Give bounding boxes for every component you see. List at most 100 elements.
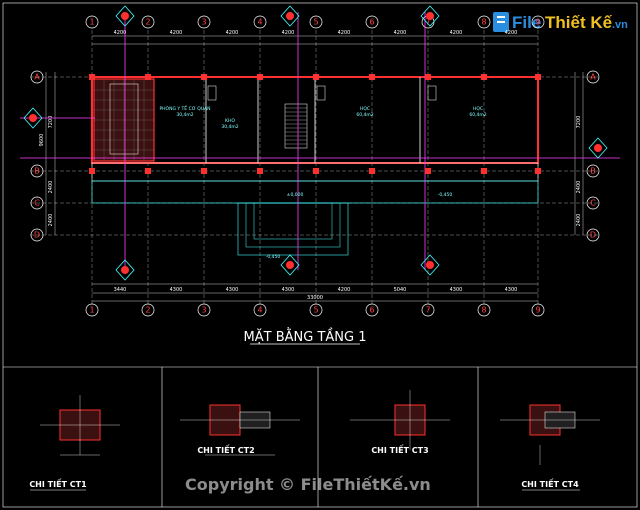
column-A-5 — [313, 74, 319, 80]
column-B-2 — [145, 168, 151, 174]
grid-label-row-D: D — [590, 231, 596, 240]
column-A-8 — [481, 74, 487, 80]
grid-label-col-4: 4 — [257, 18, 262, 27]
column-A-4 — [257, 74, 263, 80]
grid-bubble-col-4-top — [253, 15, 267, 29]
column-B-8 — [481, 168, 487, 174]
grid-label-col-6: 6 — [369, 18, 374, 27]
left-dim-3: 2400 — [48, 214, 54, 227]
section-lines — [20, 12, 620, 270]
structural-columns — [89, 74, 541, 174]
grid-label-col-5: 5 — [313, 306, 318, 315]
top-dim-3: 4200 — [226, 30, 239, 36]
detail-ct2-label: CHI TIẾT CT2 — [197, 443, 254, 455]
grid-label-col-9: 9 — [535, 306, 540, 315]
column-B-5 — [313, 168, 319, 174]
room-1-area: 30,4m2 — [176, 112, 193, 118]
column-B-4 — [257, 168, 263, 174]
grid-bubble-row-B-right — [586, 164, 600, 178]
column-B-6 — [369, 168, 375, 174]
grid-label-col-2: 2 — [145, 306, 150, 315]
room-2-area: 60,4m2 — [356, 112, 373, 118]
level-mark-3: -0,450 — [438, 192, 453, 198]
top-dim-8: 4200 — [505, 30, 518, 36]
room-3-area: 30,4m2 — [221, 124, 238, 130]
bottom-total-dim: 33000 — [307, 295, 323, 301]
grid-label-row-C: C — [590, 199, 596, 208]
right-dim-1: 7200 — [576, 116, 582, 129]
top-dim-6: 4200 — [394, 30, 407, 36]
section-marker-icons — [23, 5, 608, 281]
room-4-area: 60,4m2 — [469, 112, 486, 118]
top-dim-2: 4200 — [170, 30, 183, 36]
grid-label-col-3: 3 — [201, 306, 206, 315]
column-B-7 — [425, 168, 431, 174]
column-A-9 — [535, 74, 541, 80]
grid-label-col-9: 9 — [535, 18, 540, 27]
column-A-3 — [201, 74, 207, 80]
grid-label-col-1: 1 — [89, 18, 94, 27]
top-dim-4: 4200 — [282, 30, 295, 36]
top-dim-5: 4200 — [338, 30, 351, 36]
grid-label-row-B: B — [590, 167, 596, 176]
column-B-9 — [535, 168, 541, 174]
room-2-label: HỌC — [360, 106, 370, 112]
grid-bubble-col-2-top — [141, 15, 155, 29]
detail-ct3: CHI TIẾT CT3 — [350, 390, 450, 455]
room-4-label: HỌC — [473, 106, 483, 112]
toilet-hatch — [94, 79, 154, 161]
grid-bubble-col-9-top — [531, 15, 545, 29]
detail-ct1-label: CHI TIẾT CT1 — [29, 477, 87, 489]
grid-label-col-7: 7 — [425, 306, 430, 315]
bottom-dim-5: 4200 — [338, 287, 351, 293]
grid-bubble-row-C-right — [586, 196, 600, 210]
bottom-dim-2: 4300 — [170, 287, 183, 293]
right-dim-2: 2400 — [576, 181, 582, 194]
grid-bubble-col-5-top — [309, 15, 323, 29]
detail-ct1: CHI TIẾT CT1 — [29, 395, 120, 491]
top-dim-7: 4200 — [450, 30, 463, 36]
grid-label-col-2: 2 — [145, 18, 150, 27]
plan-title: MẶT BẰNG TẦNG 1 — [244, 328, 367, 345]
bottom-dim-3: 4300 — [226, 287, 239, 293]
right-dim-3: 2400 — [576, 214, 582, 227]
grid-label-col-3: 3 — [201, 18, 206, 27]
logo-part-vn: .vn — [612, 19, 628, 31]
left-dim-2: 2400 — [48, 181, 54, 194]
bottom-dim-1: 3440 — [114, 287, 127, 293]
column-A-7 — [425, 74, 431, 80]
copyright-watermark: Copyright © FileThiếtKế.vn — [185, 475, 431, 494]
level-mark-2: ±0,000 — [287, 192, 304, 198]
detail-ct4: CHI TIẾT CT4 — [500, 404, 600, 491]
top-dim-1: 4200 — [114, 30, 127, 36]
column-B-3 — [201, 168, 207, 174]
logo-part-thietke: Thiết Kế — [545, 13, 613, 32]
detail-ct3-label: CHI TIẾT CT3 — [371, 443, 428, 455]
bottom-dim-7: 4300 — [450, 287, 463, 293]
level-mark-1: -0,450 — [266, 254, 281, 260]
column-A-6 — [369, 74, 375, 80]
detail-ct2: CHI TIẾT CT2 — [180, 404, 300, 456]
top-dimensions: 4200 4200 4200 4200 4200 4200 4200 4200 — [92, 30, 538, 45]
grid-label-col-8: 8 — [481, 306, 486, 315]
side-dimensions: 7200 2400 2400 9600 7200 2400 2400 — [39, 72, 584, 235]
grid-label-col-4: 4 — [257, 306, 262, 315]
column-A-2 — [145, 74, 151, 80]
grid-bubble-col-1-top — [85, 15, 99, 29]
column-B-1 — [89, 168, 95, 174]
bottom-dim-4: 4300 — [282, 287, 295, 293]
grid-bubble-col-8-top — [477, 15, 491, 29]
grid-bubble-col-6-top — [365, 15, 379, 29]
filethietke-logo: File Thiết Kế .vn — [493, 12, 628, 32]
staircase — [284, 103, 308, 149]
grid-bubble-col-3-top — [197, 15, 211, 29]
grid-label-col-5: 5 — [313, 18, 318, 27]
grid-label-col-1: 1 — [89, 306, 94, 315]
grid-bubble-row-D-right — [586, 228, 600, 242]
grid-label-col-7: 7 — [425, 18, 430, 27]
building-plan: PHÒNG Y TẾ CƠ QUAN 30,4m2 HỌC 60,4m2 KHO… — [20, 5, 620, 281]
bottom-dim-6: 5040 — [394, 287, 407, 293]
room-1-label: PHÒNG Y TẾ CƠ QUAN — [159, 104, 210, 112]
